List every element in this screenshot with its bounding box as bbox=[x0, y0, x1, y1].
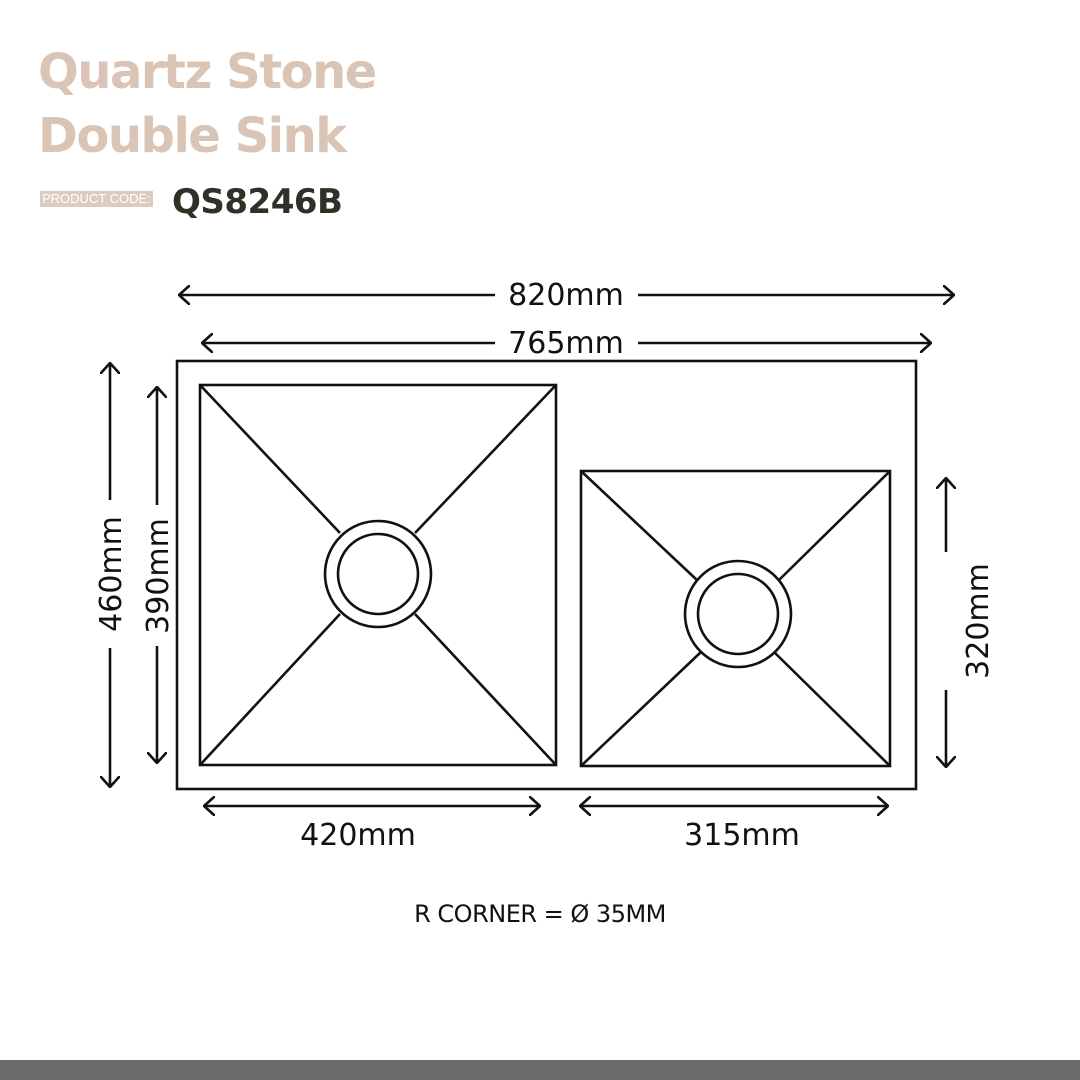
large-bowl-width-label: 420mm bbox=[300, 818, 416, 853]
product-code-value: QS8246B bbox=[172, 182, 343, 222]
large-bowl-diagonal bbox=[414, 384, 557, 534]
title-line-2: Double Sink bbox=[38, 108, 347, 164]
small-bowl-diagonal bbox=[777, 470, 891, 582]
small-bowl-width-label: 315mm bbox=[684, 818, 800, 853]
inner-width-label: 765mm bbox=[508, 326, 624, 361]
small-bowl-outline bbox=[579, 469, 892, 768]
small-bowl-drain-inner bbox=[696, 572, 780, 656]
large-bowl-outline bbox=[198, 383, 558, 767]
product-title: Quartz Stone Double Sink bbox=[38, 40, 377, 168]
large-bowl bbox=[198, 383, 558, 767]
small-bowl-diagonal bbox=[773, 651, 891, 767]
large-bowl-diagonal bbox=[199, 613, 341, 766]
large-bowl-diagonal bbox=[414, 613, 557, 766]
large-bowl-height-label: 390mm bbox=[141, 518, 176, 634]
small-bowl-drain-outer bbox=[683, 559, 793, 669]
large-bowl-diagonal bbox=[199, 384, 341, 534]
title-line-1: Quartz Stone bbox=[38, 44, 377, 100]
corner-radius-note: R CORNER = Ø 35MM bbox=[414, 900, 666, 928]
small-bowl bbox=[579, 469, 892, 768]
small-bowl-diagonal bbox=[580, 470, 699, 582]
large-bowl-drain-inner bbox=[336, 532, 420, 616]
small-bowl-height-label: 320mm bbox=[961, 563, 996, 679]
small-bowl-diagonal bbox=[580, 651, 702, 767]
overall-height-label: 460mm bbox=[94, 516, 129, 632]
product-code-label: PRODUCT CODE: bbox=[40, 191, 153, 207]
footer-bar bbox=[0, 1060, 1080, 1080]
sink-outline bbox=[175, 359, 918, 791]
large-bowl-drain-outer bbox=[323, 519, 433, 629]
overall-width-label: 820mm bbox=[508, 278, 624, 313]
